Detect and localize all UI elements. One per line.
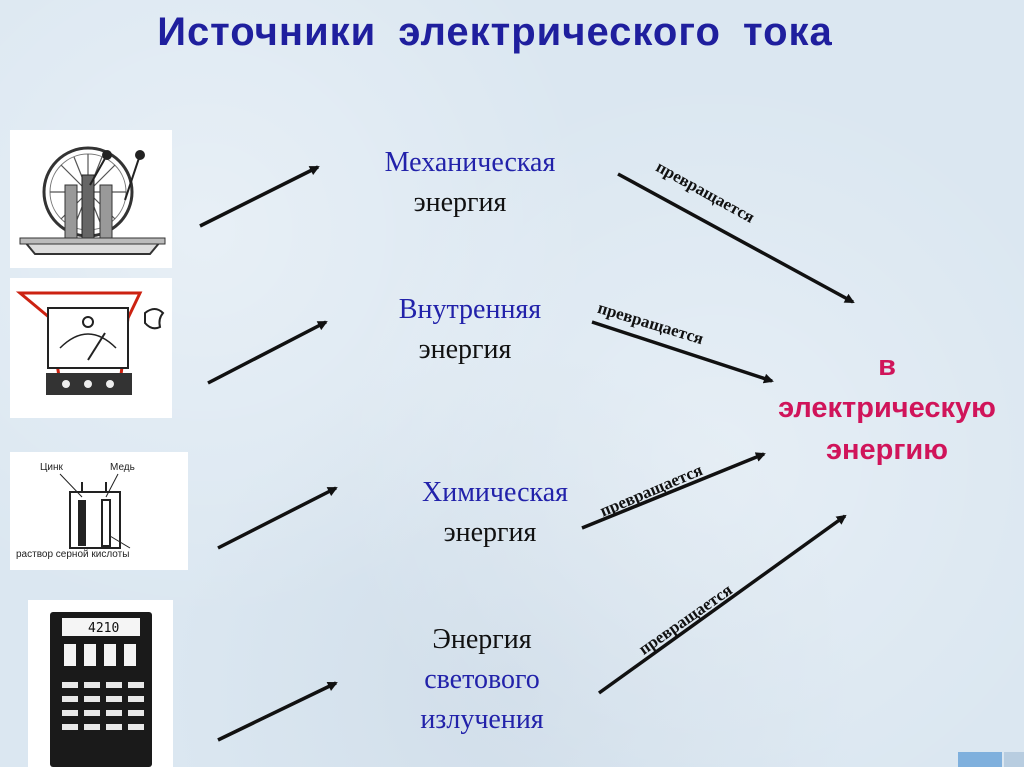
calculator-image: 4210: [28, 600, 173, 767]
source-internal-line2: энергия: [418, 334, 512, 365]
electrostatic-machine-image: [10, 130, 172, 268]
target-line1: в: [878, 350, 896, 382]
galvanometer-image: [10, 278, 172, 418]
source-chemical: Химическая энергия: [380, 473, 610, 553]
source-chemical-line2: энергия: [443, 517, 537, 548]
source-chemical-line1: Химическая: [421, 477, 569, 508]
source-internal-line1: Внутренняя: [398, 294, 542, 325]
source-mechanical-line2: энергия: [413, 187, 507, 218]
calculator-display: 4210: [88, 621, 119, 636]
source-light-line3: излучения: [420, 704, 544, 735]
source-internal: Внутренняя энергия: [355, 290, 585, 370]
corner-decoration: [958, 752, 1002, 767]
target-electric-energy: в электрическую энергию: [752, 345, 1022, 471]
target-line3: энергию: [825, 434, 949, 466]
arrow-device-to-mechanical: [199, 165, 320, 228]
arrow-device-to-light: [217, 681, 338, 742]
source-mechanical-line1: Механическая: [384, 147, 556, 178]
arrow-chemical-to-electric: [581, 452, 766, 530]
source-light-line1: Энергия: [432, 624, 532, 655]
zinc-label: Цинк: [40, 462, 64, 473]
copper-label: Медь: [110, 462, 135, 473]
arrow-device-to-chemical: [217, 486, 338, 550]
source-light: Энергия светового излучения: [372, 620, 592, 740]
acid-label: раствор серной кислоты: [16, 549, 129, 560]
arrow-device-to-internal: [207, 320, 328, 385]
page-title: Источники электрического тока: [157, 10, 833, 54]
galvanic-cell-image: Цинк Медь раствор серной кислоты: [10, 452, 188, 570]
source-light-line2: светового: [424, 664, 540, 695]
source-mechanical: Механическая энергия: [340, 143, 600, 223]
target-line2: электрическую: [778, 392, 996, 424]
arrow-mechanical-to-electric: [617, 172, 855, 304]
arrow-internal-to-electric: [591, 320, 774, 384]
corner-decoration-2: [1004, 752, 1024, 767]
arrow-light-to-electric: [597, 514, 847, 695]
